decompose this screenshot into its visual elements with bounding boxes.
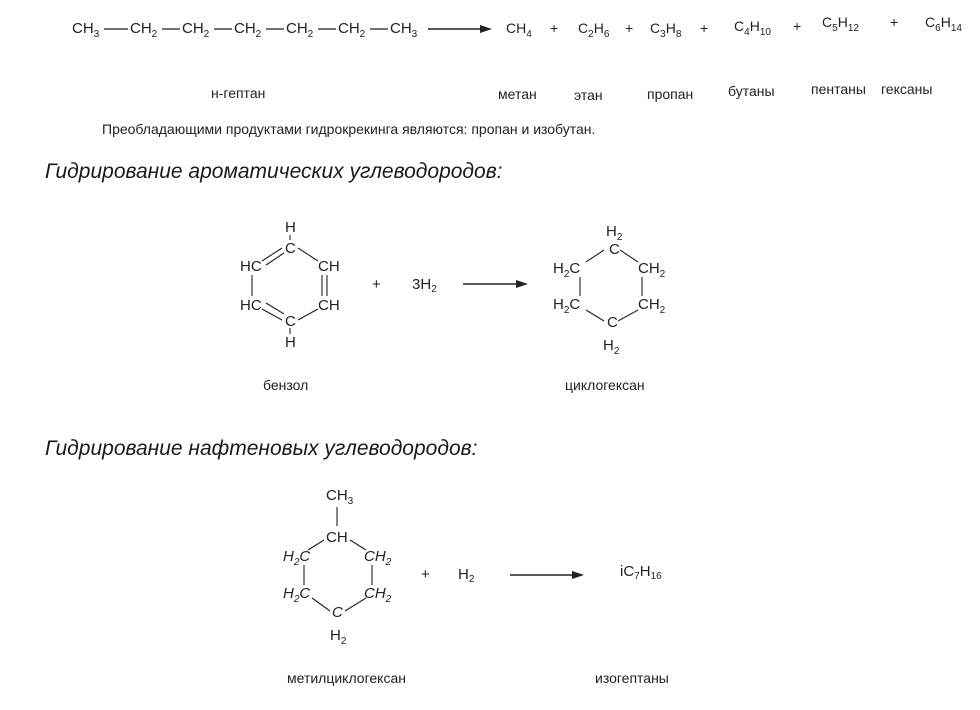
benzene-structure: H C HC CH HC CH C H bbox=[240, 219, 340, 351]
product-name-ethane: этан bbox=[574, 87, 603, 103]
methylcyclohexane-label: метилциклогексан bbox=[287, 670, 406, 686]
svg-text:H2C: H2C bbox=[553, 260, 580, 280]
svg-text:HC: HC bbox=[240, 297, 262, 314]
product-name-propane: пропан bbox=[647, 86, 694, 102]
svg-text:C: C bbox=[285, 313, 296, 330]
svg-text:H: H bbox=[285, 334, 296, 351]
naphthene-reagent: H2 bbox=[458, 566, 475, 585]
naphthene-plus: + bbox=[421, 566, 430, 583]
svg-text:C: C bbox=[285, 240, 296, 257]
svg-text:+: + bbox=[550, 20, 558, 36]
arrow-3 bbox=[510, 571, 584, 579]
svg-text:H2: H2 bbox=[603, 337, 620, 357]
svg-text:+: + bbox=[700, 20, 708, 36]
svg-text:C2H6: C2H6 bbox=[578, 20, 610, 40]
svg-text:+: + bbox=[625, 20, 633, 36]
svg-text:H2C: H2C bbox=[553, 296, 580, 316]
cyclohexane-structure: H2 C H2C CH2 H2C CH2 C H2 bbox=[553, 223, 666, 357]
cyclohexane-label: циклогексан bbox=[565, 377, 645, 393]
svg-text:CH3: CH3 bbox=[326, 487, 354, 507]
naphthene-heading: Гидрирование нафтеновых углеводородов: bbox=[45, 437, 478, 460]
product-name-methane: метан bbox=[498, 86, 537, 102]
product-name-pentanes: пентаны bbox=[811, 81, 866, 97]
isoheptanes-label: изогептаны bbox=[595, 670, 669, 686]
svg-text:H2C: H2C bbox=[283, 585, 310, 605]
svg-text:CH3: CH3 bbox=[390, 20, 418, 40]
svg-text:C4H10: C4H10 bbox=[734, 18, 771, 38]
heptane-label: н-гептан bbox=[211, 85, 266, 101]
svg-text:C: C bbox=[609, 241, 620, 258]
svg-text:CH2: CH2 bbox=[130, 20, 158, 40]
svg-text:C6H14: C6H14 bbox=[925, 14, 962, 34]
product-name-hexanes: гексаны bbox=[881, 81, 933, 97]
aromatic-reagent: 3H2 bbox=[412, 276, 437, 295]
aromatic-plus: + bbox=[372, 276, 381, 293]
svg-text:H: H bbox=[285, 219, 296, 236]
svg-text:C3H8: C3H8 bbox=[650, 20, 682, 40]
benzene-label: бензол bbox=[263, 377, 309, 393]
svg-text:CH: CH bbox=[326, 529, 348, 546]
svg-text:H2: H2 bbox=[606, 223, 623, 243]
isoheptane-formula: iC7H16 bbox=[620, 563, 662, 582]
svg-text:CH2: CH2 bbox=[182, 20, 210, 40]
svg-text:CH2: CH2 bbox=[364, 548, 392, 568]
svg-text:CH2: CH2 bbox=[338, 20, 366, 40]
svg-text:H2C: H2C bbox=[283, 548, 310, 568]
svg-text:C: C bbox=[332, 604, 343, 621]
svg-text:CH3: CH3 bbox=[72, 20, 100, 40]
svg-text:CH2: CH2 bbox=[234, 20, 262, 40]
svg-text:CH2: CH2 bbox=[286, 20, 314, 40]
svg-text:C5H12: C5H12 bbox=[822, 14, 859, 34]
svg-text:CH2: CH2 bbox=[638, 260, 666, 280]
svg-text:H2: H2 bbox=[330, 627, 347, 647]
svg-text:CH: CH bbox=[318, 297, 340, 314]
hydrocracking-note: Преобладающими продуктами гидрокрекинга … bbox=[102, 121, 596, 137]
hydrocracking-products: CH4 + C2H6 + C3H8 + C4H10 + C5H12 + C6H1… bbox=[506, 14, 962, 40]
arrow-1 bbox=[428, 25, 492, 33]
svg-text:+: + bbox=[890, 14, 898, 30]
svg-text:+: + bbox=[793, 18, 801, 34]
aromatic-heading: Гидрирование ароматических углеводородов… bbox=[45, 160, 503, 183]
svg-text:CH4: CH4 bbox=[506, 20, 532, 40]
svg-text:CH2: CH2 bbox=[638, 296, 666, 316]
svg-text:CH: CH bbox=[318, 258, 340, 275]
svg-text:HC: HC bbox=[240, 258, 262, 275]
arrow-2 bbox=[463, 280, 528, 288]
svg-text:CH2: CH2 bbox=[364, 585, 392, 605]
svg-text:C: C bbox=[607, 314, 618, 331]
methylcyclohexane-structure: CH3 CH H2C CH2 H2C CH2 C H2 bbox=[283, 487, 392, 647]
product-name-butanes: бутаны bbox=[728, 83, 775, 99]
heptane-chain: CH3 CH2 CH2 CH2 CH2 CH2 CH3 bbox=[72, 20, 418, 40]
